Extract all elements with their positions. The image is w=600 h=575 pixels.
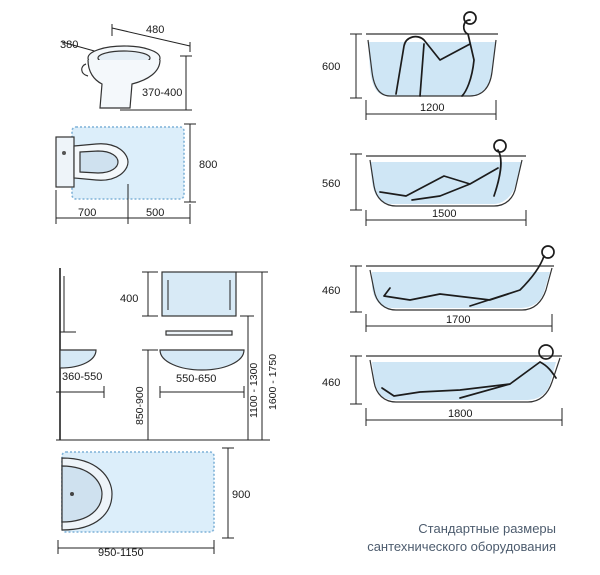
toilet-space-front-label: 700 — [78, 207, 96, 219]
washbasin-space-depth-label: 900 — [232, 489, 250, 501]
bathtub-1-depth-label: 600 — [322, 61, 340, 73]
washbasin-mirror-top-label: 1600 - 1750 — [267, 354, 279, 410]
bathtub-3: 460 1700 — [322, 245, 555, 332]
bathtub-4-depth-label: 460 — [322, 377, 340, 389]
toilet-height-label: 370-400 — [142, 87, 182, 99]
caption-line-1: Стандартные размеры — [418, 521, 556, 536]
washbasin-side-clearance-label: 360-550 — [62, 371, 102, 383]
bathtub-1-length-label: 1200 — [420, 102, 444, 114]
bathtub-4-length-label: 1800 — [448, 408, 472, 420]
washbasin-bowl-height-label: 850-900 — [134, 386, 146, 425]
washbasin-side-view: 360-550 — [56, 268, 105, 440]
washbasin-plan-view: 900 950-1150 — [57, 447, 250, 559]
bathtub-2: 560 1500 — [322, 139, 527, 226]
washbasin-bowl-width-label: 550-650 — [176, 373, 216, 385]
washbasin-front-view: 400 550-650 850-900 1100 - 1300 1600 - 1… — [56, 271, 279, 441]
bathtub-2-length-label: 1500 — [432, 208, 456, 220]
bathtub-1: 600 1200 — [322, 11, 498, 120]
toilet-plan-view: 800 700 500 — [55, 123, 217, 224]
toilet-side-view: 380 480 370-400 — [60, 24, 192, 111]
toilet-width-label: 480 — [146, 24, 164, 36]
bathtub-3-depth-label: 460 — [322, 285, 340, 297]
caption-line-2: сантехнического оборудования — [367, 539, 556, 554]
toilet-space-depth-label: 800 — [199, 159, 217, 171]
toilet-space-back-label: 500 — [146, 207, 164, 219]
bathtub-2-depth-label: 560 — [322, 178, 340, 190]
bathtub-3-length-label: 1700 — [446, 314, 470, 326]
bathtub-4: 460 1800 — [322, 344, 563, 426]
washbasin-space-width-label: 950-1150 — [98, 547, 144, 559]
toilet-depth-label: 380 — [60, 39, 78, 51]
washbasin-mirror-height-label: 400 — [120, 293, 138, 305]
washbasin-mirror-bottom-label: 1100 - 1300 — [248, 363, 260, 418]
